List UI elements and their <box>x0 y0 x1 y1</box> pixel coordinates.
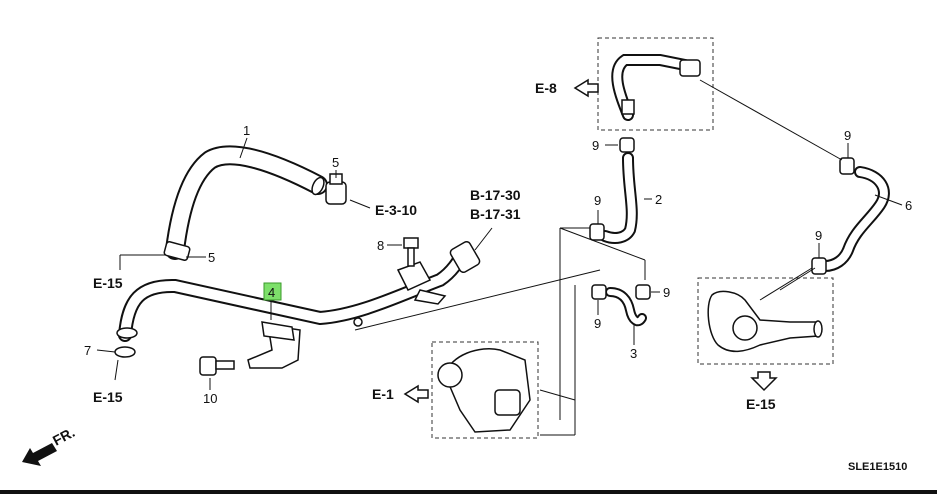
ref-e3-10[interactable]: E-3-10 <box>375 202 417 218</box>
hose-6[interactable] <box>819 166 890 272</box>
part-4-highlight <box>263 282 282 301</box>
water-pump-housing[interactable] <box>437 348 531 433</box>
front-direction-arrow: FR. <box>22 424 77 466</box>
e15-arrow-right <box>750 371 778 392</box>
callout-4[interactable]: 4 <box>268 285 275 300</box>
callout-9-lower-left[interactable]: 9 <box>594 316 601 331</box>
callout-5-upper[interactable]: 5 <box>332 155 339 170</box>
clamp-9-right-top[interactable] <box>839 157 855 175</box>
front-label: FR. <box>50 424 77 449</box>
callout-1[interactable]: 1 <box>243 123 250 138</box>
clamp-9-lower-right[interactable] <box>635 284 651 300</box>
bottom-rule <box>0 490 937 494</box>
upper-outlet-pipe[interactable] <box>611 54 701 121</box>
callout-8[interactable]: 8 <box>377 238 384 253</box>
clamp-5-upper[interactable] <box>325 173 347 205</box>
bolt-8[interactable] <box>403 237 419 267</box>
callout-9-lower-right[interactable]: 9 <box>663 285 670 300</box>
ref-e15-left-top[interactable]: E-15 <box>93 275 123 291</box>
callout-9-right-mid[interactable]: 9 <box>815 228 822 243</box>
ref-b17-30[interactable]: B-17-30 <box>470 187 521 203</box>
bolt-10[interactable] <box>199 356 235 376</box>
ref-e15-left-bottom[interactable]: E-15 <box>93 389 123 405</box>
clamp-9-right-mid[interactable] <box>811 257 827 275</box>
clamp-9-mid[interactable] <box>589 223 605 241</box>
water-pipe-4[interactable] <box>116 240 481 369</box>
callout-3[interactable]: 3 <box>630 346 637 361</box>
ref-e15-right[interactable]: E-15 <box>746 396 776 412</box>
thermostat-detail-box <box>697 277 834 365</box>
clamp-9-top[interactable] <box>619 137 635 153</box>
hose-2[interactable] <box>599 152 638 244</box>
callout-9-mid[interactable]: 9 <box>594 193 601 208</box>
clamp-7[interactable] <box>114 346 136 358</box>
callout-9-top[interactable]: 9 <box>592 138 599 153</box>
clamp-5-lower[interactable] <box>163 241 191 261</box>
pump-detail-box <box>431 341 539 439</box>
callout-6[interactable]: 6 <box>905 198 912 213</box>
diagram-code: SLE1E1510 <box>848 461 907 473</box>
leader-lines <box>96 79 903 436</box>
pipe-clip[interactable] <box>353 317 363 327</box>
callout-5-lower[interactable]: 5 <box>208 250 215 265</box>
e8-arrow <box>573 78 599 98</box>
clamp-9-lower-left[interactable] <box>591 284 607 300</box>
ref-e8[interactable]: E-8 <box>535 80 557 96</box>
callout-10[interactable]: 10 <box>203 391 217 406</box>
hose-3[interactable] <box>605 287 647 327</box>
e1-arrow <box>403 384 429 404</box>
callout-7[interactable]: 7 <box>84 343 91 358</box>
thermostat-housing[interactable] <box>707 290 823 353</box>
callout-9-right-top[interactable]: 9 <box>844 128 851 143</box>
hose-1[interactable] <box>165 145 328 260</box>
ref-b17-31[interactable]: B-17-31 <box>470 206 521 222</box>
ref-e1[interactable]: E-1 <box>372 386 394 402</box>
callout-2[interactable]: 2 <box>655 192 662 207</box>
